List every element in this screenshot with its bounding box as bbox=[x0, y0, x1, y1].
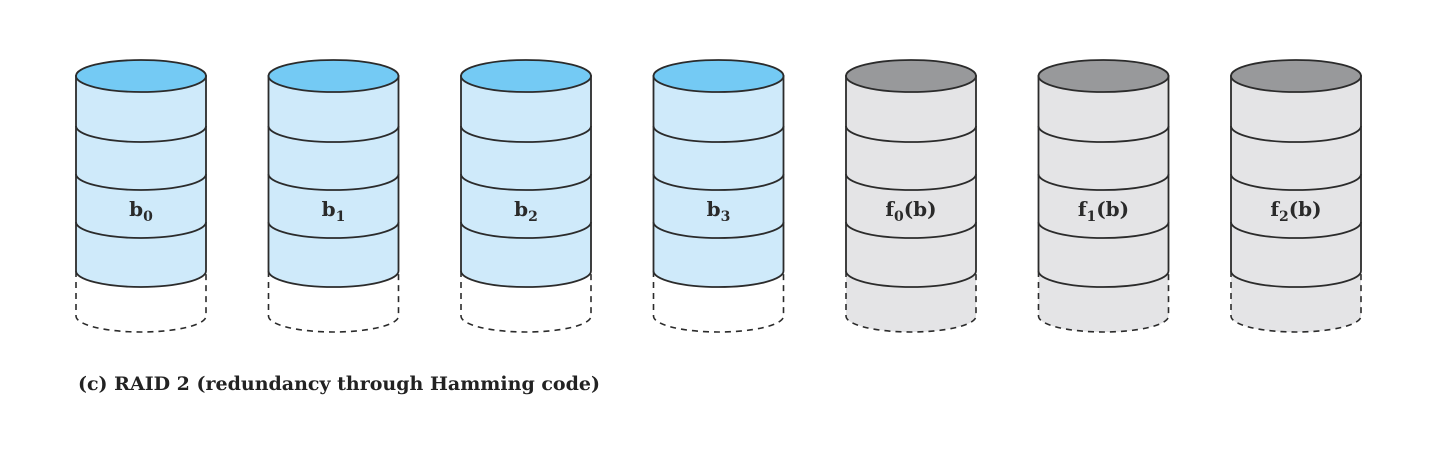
disk-top bbox=[75, 59, 207, 93]
disk-band-line bbox=[267, 221, 400, 239]
disk-band-line bbox=[845, 125, 977, 143]
disk-6 bbox=[1230, 59, 1362, 333]
disk-band-line bbox=[652, 173, 785, 191]
figure-caption: (c) RAID 2 (redundancy through Hamming c… bbox=[78, 373, 600, 395]
disk-body bbox=[267, 75, 400, 288]
disk-body bbox=[460, 75, 592, 288]
disk-band-line bbox=[460, 221, 592, 239]
disk-label-base: b bbox=[321, 197, 336, 221]
disk-label-subscript: 0 bbox=[893, 209, 904, 225]
disk-label: b0 bbox=[76, 199, 206, 224]
disk-top bbox=[1230, 59, 1362, 93]
disk-top bbox=[1037, 59, 1170, 93]
disk-band-line bbox=[845, 221, 977, 239]
disk-band-line bbox=[1037, 173, 1170, 191]
disk-label-subscript: 2 bbox=[528, 209, 538, 225]
disk-3 bbox=[652, 59, 785, 333]
disk-0 bbox=[75, 59, 207, 333]
disk-band-line bbox=[1037, 221, 1170, 239]
disk-label-base: b bbox=[129, 197, 144, 221]
disk-unused-portion bbox=[75, 271, 207, 333]
disk-band-line bbox=[845, 173, 977, 191]
disk-top bbox=[267, 59, 400, 93]
disk-body bbox=[652, 75, 785, 288]
disk-label-base: f bbox=[1270, 197, 1279, 221]
disk-unused-portion bbox=[1037, 271, 1170, 333]
disk-label-subscript: 1 bbox=[1086, 209, 1097, 225]
disk-body bbox=[1230, 75, 1362, 288]
disk-band-line bbox=[1230, 221, 1362, 239]
disk-label: b3 bbox=[654, 199, 784, 224]
disk-1 bbox=[267, 59, 400, 333]
disk-top bbox=[460, 59, 592, 93]
disk-label-base: f bbox=[1077, 197, 1087, 221]
disk-band-line bbox=[1230, 173, 1362, 191]
disk-label: f1(b) bbox=[1039, 199, 1169, 224]
disk-unused-portion bbox=[460, 271, 592, 333]
disk-band-line bbox=[652, 221, 785, 239]
disk-unused-portion bbox=[1230, 271, 1362, 333]
disk-label-base: b bbox=[514, 197, 529, 221]
disk-band-line bbox=[75, 221, 207, 239]
disk-band-line bbox=[1230, 125, 1362, 143]
disk-band-line bbox=[267, 125, 400, 143]
disk-label-subscript: 3 bbox=[720, 209, 731, 225]
disk-top bbox=[652, 59, 785, 93]
disk-unused-portion bbox=[267, 271, 400, 333]
disk-band-line bbox=[75, 173, 207, 191]
disk-body bbox=[845, 75, 977, 288]
disk-label: f2(b) bbox=[1231, 199, 1361, 224]
disk-band-line bbox=[460, 125, 592, 143]
disk-band-line bbox=[75, 125, 207, 143]
disk-label-base: b bbox=[706, 197, 721, 221]
disk-band-line bbox=[1037, 125, 1170, 143]
disk-label-subscript: 1 bbox=[335, 209, 346, 225]
disk-5 bbox=[1037, 59, 1170, 333]
disk-unused-portion bbox=[845, 271, 977, 333]
disk-top bbox=[845, 59, 977, 93]
disk-label-suffix: (b) bbox=[903, 197, 937, 221]
disk-band-line bbox=[460, 173, 592, 191]
disk-unused-portion bbox=[652, 271, 785, 333]
disk-body bbox=[75, 75, 207, 288]
disk-label: f0(b) bbox=[846, 199, 976, 224]
disk-2 bbox=[460, 59, 592, 333]
disk-body bbox=[1037, 75, 1170, 288]
disk-band-line bbox=[267, 173, 400, 191]
disk-label-subscript: 2 bbox=[1278, 209, 1289, 225]
disk-label-base: f bbox=[885, 197, 894, 221]
disk-label-suffix: (b) bbox=[1096, 197, 1130, 221]
disk-label-suffix: (b) bbox=[1288, 197, 1322, 221]
disk-band-line bbox=[652, 125, 785, 143]
disk-label: b2 bbox=[461, 199, 591, 224]
disk-label: b1 bbox=[269, 199, 399, 224]
disk-label-subscript: 0 bbox=[143, 209, 153, 225]
disk-4 bbox=[845, 59, 977, 333]
